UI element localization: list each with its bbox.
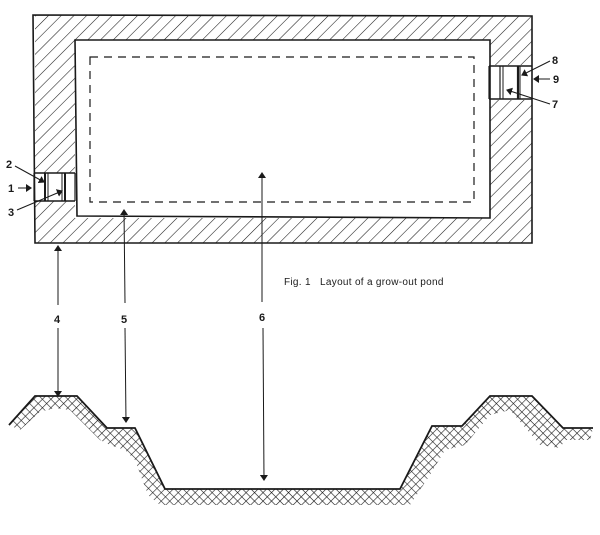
inlet-leaders <box>14 165 63 211</box>
label-9: 9 <box>553 74 559 86</box>
label-1: 1 <box>8 183 14 195</box>
cross-section-surface <box>8 395 593 490</box>
outlet-gate-opening <box>489 65 533 100</box>
figure-caption: Fig. 1 Layout of a grow-out pond <box>284 277 444 288</box>
label-7: 7 <box>552 99 558 111</box>
label-4: 4 <box>54 314 61 326</box>
pond-cross-section <box>8 395 593 505</box>
inlet-gate-opening <box>34 173 76 201</box>
dike-inner-edge <box>74 39 491 219</box>
pond-bottom-outline <box>89 56 475 203</box>
label-8: 8 <box>552 55 558 67</box>
outlet-leaders <box>506 60 551 105</box>
label-3: 3 <box>8 207 14 219</box>
reference-arrows <box>54 172 268 481</box>
callout-labels: 1 2 3 4 5 6 7 8 9 <box>6 55 559 326</box>
arrow-5 <box>120 209 129 304</box>
dike-hatched-area <box>33 15 532 243</box>
cross-section-earth <box>9 396 593 505</box>
label-6: 6 <box>259 312 265 324</box>
dike-outer-edge <box>32 14 533 244</box>
label-5: 5 <box>121 314 127 326</box>
pond-plan-view <box>14 14 551 244</box>
label-2: 2 <box>6 159 12 171</box>
inlet-gate <box>33 172 76 202</box>
